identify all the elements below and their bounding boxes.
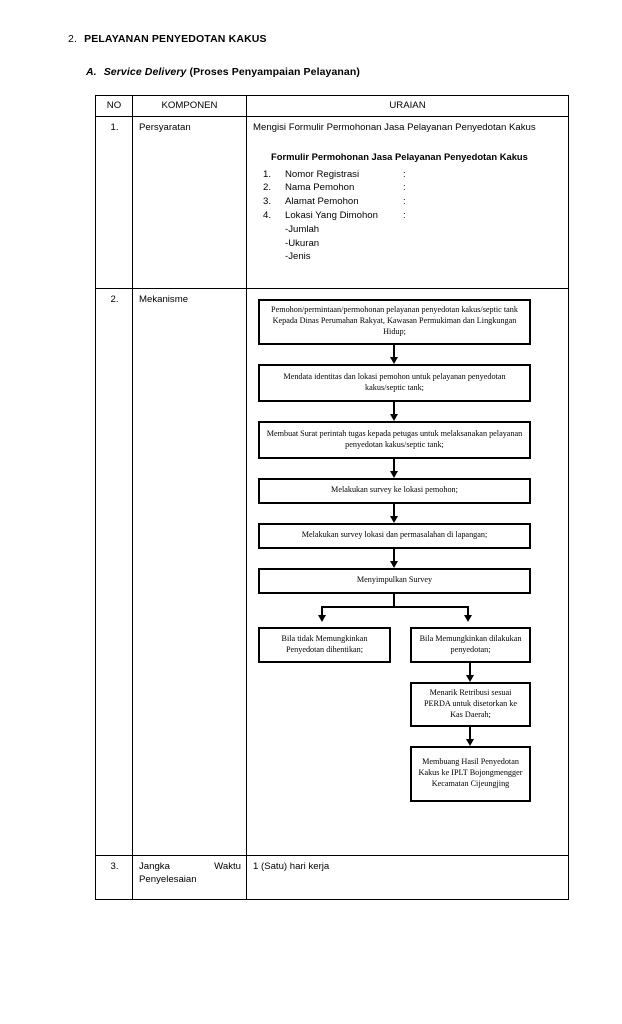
row3-no: 3. [95, 854, 133, 900]
subsection-title-italic: Service Delivery [103, 66, 187, 78]
connector-line [469, 662, 471, 679]
mechanism-flowchart: Pemohon/permintaan/permohonan pelayanan … [253, 293, 575, 851]
subsection-title-rest: (Proses Penyampaian Pelayanan) [189, 66, 360, 78]
table-header: NO KOMPONEN URAIAN [95, 95, 569, 117]
form-item-index: 2. [263, 182, 272, 194]
connector-line [393, 401, 395, 418]
form-item-label: Nomor Registrasi [285, 168, 360, 180]
form-item-index: 4. [263, 210, 272, 221]
flow-node-retribution: Menarik Retribusi sesuai PERDA untuk dis… [410, 681, 531, 727]
table-body: 1. Persyaratan Mengisi Formulir Permohon… [95, 115, 569, 900]
row1-uraian-intro: Mengisi Formulir Permohonan Jasa Pelayan… [253, 121, 536, 133]
subsection-heading: A. Service Delivery (Proses Penyampaian P… [86, 66, 360, 78]
arrow-head-icon [465, 738, 474, 746]
row2-komponen: Mekanisme [132, 287, 247, 856]
header-no: NO [95, 95, 133, 117]
form-subitem: -Jenis [285, 251, 311, 263]
connector-line [393, 503, 395, 520]
table-row: 1. Persyaratan Mengisi Formulir Permohon… [95, 115, 569, 289]
form-item: 4. Lokasi Yang Dimohon : [263, 209, 563, 223]
form-item-colon: : [403, 182, 406, 194]
connector-line [321, 605, 469, 608]
header-uraian: URAIAN [246, 95, 569, 117]
table-row: 2. Mekanisme Pemohon/permintaan/permohon… [95, 287, 569, 856]
header-komponen: KOMPONEN [132, 95, 247, 117]
form-item-colon: : [403, 196, 406, 208]
flow-node-task-order: Membuat Surat perintah tugas kepada petu… [258, 420, 531, 459]
arrow-head-icon [389, 413, 398, 421]
form-item-label: Nama Pemohon [285, 182, 355, 194]
section-number: 2. [68, 33, 78, 45]
form-item-label: Lokasi Yang Dimohon [285, 210, 378, 221]
form-item: 3. Alamat Pemohon : [263, 195, 563, 209]
row2-no: 2. [95, 287, 133, 856]
subsection-letter: A. [86, 66, 97, 78]
arrow-head-icon [389, 470, 398, 478]
flow-node-request: Pemohon/permintaan/permohonan pelayanan … [258, 298, 531, 345]
row3-komponen-word1: Jangka [139, 860, 170, 872]
flow-node-survey-problems: Melakukan survey lokasi dan permasalahan… [258, 522, 531, 549]
connector-line [467, 605, 469, 618]
connector-line [321, 605, 323, 618]
flow-node-not-possible: Bila tidak Memungkinkan Penyedotan dihen… [258, 626, 391, 663]
form-subitem: -Ukuran [285, 237, 320, 249]
arrow-head-icon [463, 614, 472, 622]
flow-node-disposal: Membuang Hasil Penyedotan Kakus ke IPLT … [410, 745, 531, 802]
connector-line [393, 593, 395, 608]
table-row: 3. Jangka Waktu Penyelesaian 1 (Satu) ha… [95, 854, 569, 900]
flow-node-possible: Bila Memungkinkan dilakukan penyedotan; [410, 626, 531, 663]
row1-komponen: Persyaratan [132, 115, 247, 289]
row3-uraian: 1 (Satu) hari kerja [246, 854, 569, 900]
service-delivery-table: NO KOMPONEN URAIAN 1. Persyaratan Mengis… [95, 95, 569, 900]
arrow-head-icon [389, 515, 398, 523]
arrow-head-icon [317, 614, 326, 622]
form-item-index: 3. [263, 196, 272, 208]
connector-line [393, 458, 395, 475]
flow-node-record-identity: Mendata identitas dan lokasi pemohon unt… [258, 363, 531, 402]
table-header-row: NO KOMPONEN URAIAN [95, 95, 569, 117]
form-item-index: 1. [263, 168, 272, 180]
form-item-colon: : [403, 210, 406, 221]
arrow-head-icon [389, 356, 398, 364]
connector-line [393, 548, 395, 565]
form-item: 2. Nama Pemohon : [263, 181, 563, 195]
connector-line [393, 344, 395, 361]
connector-line [469, 726, 471, 743]
form-title: Formulir Permohonan Jasa Pelayanan Penye… [271, 151, 528, 163]
arrow-head-icon [465, 674, 474, 682]
row1-uraian: Mengisi Formulir Permohonan Jasa Pelayan… [246, 115, 569, 289]
form-item-label: Alamat Pemohon [285, 196, 359, 208]
form-item-list: 1. Nomor Registrasi : 2. Nama Pemohon : … [263, 168, 563, 223]
row3-komponen-word2: Waktu [214, 860, 241, 872]
section-title: PELAYANAN PENYEDOTAN KAKUS [84, 33, 267, 45]
arrow-head-icon [389, 560, 398, 568]
row3-komponen-line2: Penyelesaian [139, 874, 197, 886]
form-subitem: -Jumlah [285, 223, 320, 235]
row3-komponen: Jangka Waktu Penyelesaian [132, 854, 247, 900]
row2-uraian-flowchart: Pemohon/permintaan/permohonan pelayanan … [246, 287, 569, 856]
flow-node-conclude-survey: Menyimpulkan Survey [258, 567, 531, 594]
form-item-colon: : [403, 168, 406, 180]
row1-no: 1. [95, 115, 133, 289]
form-item: 1. Nomor Registrasi : [263, 168, 563, 182]
section-heading: 2. PELAYANAN PENYEDOTAN KAKUS [68, 33, 267, 45]
flow-node-survey-location: Melakukan survey ke lokasi pemohon; [258, 477, 531, 504]
row3-komponen-line1: Jangka Waktu [139, 860, 241, 874]
